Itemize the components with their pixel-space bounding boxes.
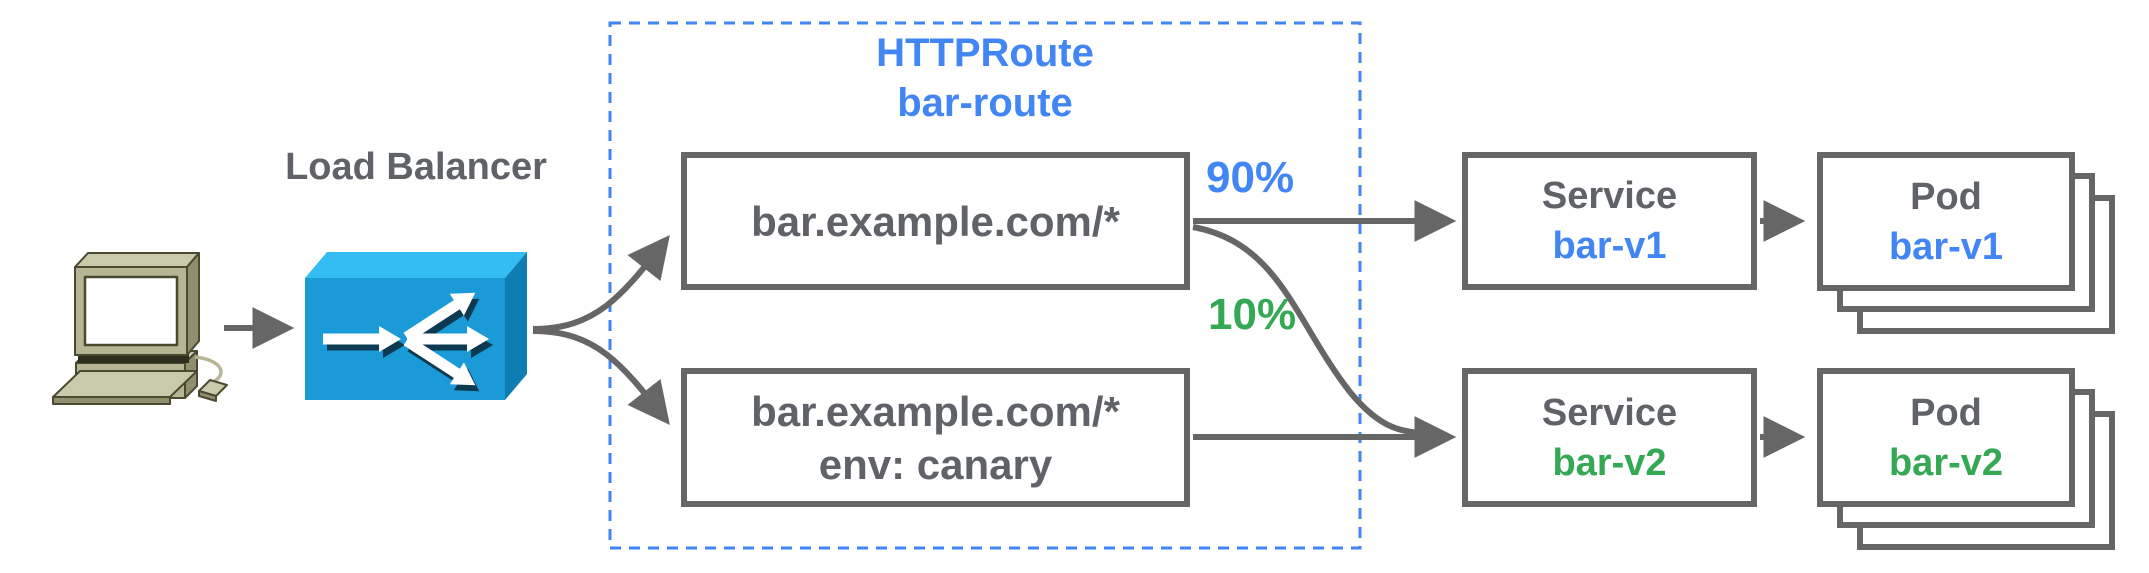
httproute-title: HTTPRoute bar-route bbox=[610, 28, 1360, 128]
httproute-name: bar-route bbox=[897, 81, 1073, 125]
pod-1-name: bar-v1 bbox=[1888, 225, 2004, 268]
pod-2-name: bar-v2 bbox=[1888, 441, 2004, 484]
service-1-kind: Service bbox=[1541, 175, 1678, 217]
desktop-computer-icon bbox=[52, 252, 228, 405]
weight-10-label: 10% bbox=[1208, 290, 1297, 339]
service-2-name: bar-v2 bbox=[1552, 441, 1667, 484]
arrow-lb-to-rule2 bbox=[532, 328, 670, 425]
pod-bar-v1-box: Pod bar-v1 bbox=[1817, 152, 2075, 291]
route-rule-2-header: env: canary bbox=[818, 440, 1053, 488]
route-rule-2-box: bar.example.com/* env: canary bbox=[681, 368, 1190, 507]
weight-90-label: 90% bbox=[1206, 153, 1295, 202]
load-balancer-icon bbox=[305, 252, 527, 400]
load-balancer-label: Load Balancer bbox=[285, 146, 547, 188]
pod-bar-v2-box: Pod bar-v2 bbox=[1817, 368, 2075, 507]
service-2-kind: Service bbox=[1541, 391, 1678, 434]
service-1-name: bar-v1 bbox=[1552, 225, 1667, 267]
curve-rule1-to-service2 bbox=[1192, 224, 1441, 437]
service-bar-v1-box: Service bar-v1 bbox=[1462, 152, 1757, 290]
pod-2-kind: Pod bbox=[1910, 391, 1982, 434]
lb-split-arrows bbox=[323, 292, 489, 386]
route-rule-1-match: bar.example.com/* bbox=[751, 197, 1120, 245]
arrow-lb-to-rule1 bbox=[532, 235, 670, 332]
httproute-kind: HTTPRoute bbox=[876, 31, 1094, 75]
route-rule-2-match: bar.example.com/* bbox=[751, 387, 1120, 435]
service-bar-v2-box: Service bar-v2 bbox=[1462, 368, 1757, 507]
httproute-boundary-box bbox=[608, 21, 1362, 550]
pod-1-kind: Pod bbox=[1910, 175, 1982, 218]
route-rule-1-box: bar.example.com/* bbox=[681, 152, 1190, 290]
